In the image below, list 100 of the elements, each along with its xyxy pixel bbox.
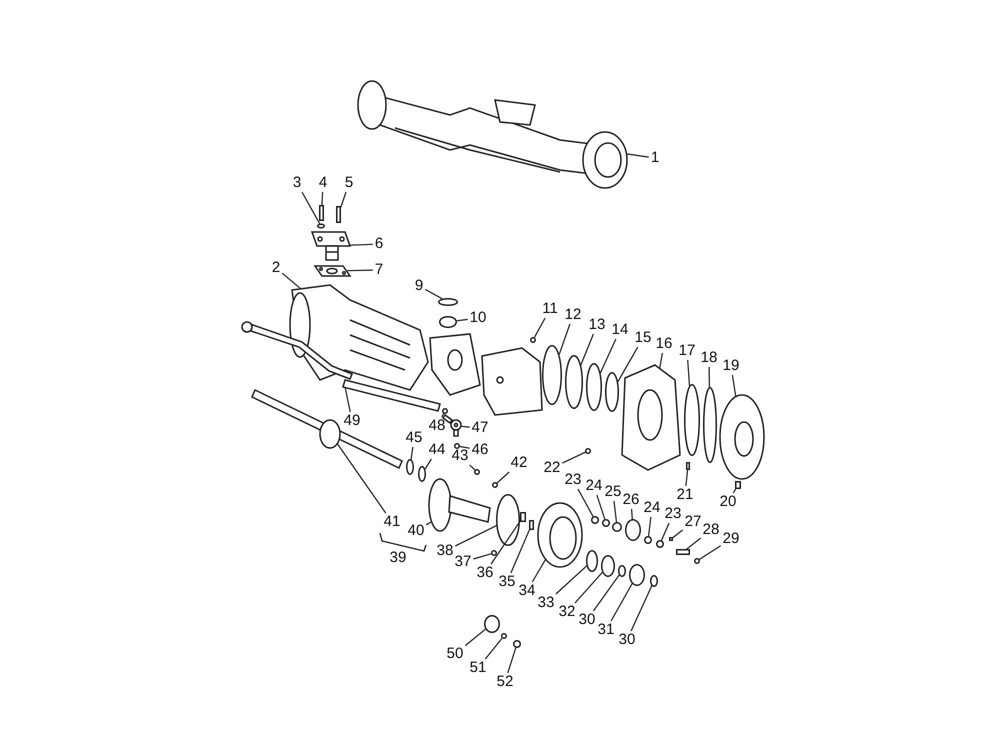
callout-number: 6 <box>374 236 384 252</box>
leader-line <box>426 521 432 526</box>
leader-line <box>456 318 468 322</box>
callout-number: 17 <box>678 343 696 359</box>
leader-line <box>344 388 351 412</box>
gear-drawing <box>629 564 645 586</box>
leader-line <box>600 338 616 374</box>
leader-line <box>686 538 702 550</box>
callout-number: 38 <box>436 543 454 559</box>
seal-ring-drawing <box>565 355 583 409</box>
leader-line <box>460 446 470 449</box>
callout-number: 5 <box>344 175 354 191</box>
leader-line <box>507 648 516 674</box>
leader-line <box>337 444 386 514</box>
bolt-drawing <box>513 640 521 648</box>
callout-number: 3 <box>292 175 302 191</box>
ring-drawing <box>406 459 414 475</box>
callout-number: 18 <box>700 350 718 366</box>
leader-line <box>580 334 594 366</box>
block-drawing <box>529 520 534 530</box>
leader-line <box>610 583 633 622</box>
block-drawing <box>520 512 526 522</box>
leader-line <box>659 352 663 368</box>
leader-line <box>455 525 497 546</box>
callout-number: 10 <box>468 310 488 326</box>
callout-number: 33 <box>536 595 556 611</box>
leader-line <box>350 244 373 246</box>
leader-line <box>685 470 688 486</box>
leader-line <box>496 472 510 484</box>
leader-line <box>510 530 530 574</box>
leader-line <box>321 192 324 206</box>
washer-drawing <box>618 565 626 577</box>
leader-line <box>592 574 620 612</box>
shaft-drawing <box>676 549 690 555</box>
callout-number: 48 <box>428 418 446 434</box>
callout-number: 29 <box>722 531 740 547</box>
callout-number: 36 <box>476 565 494 581</box>
leader-line <box>708 367 710 388</box>
leader-line <box>627 153 649 158</box>
leader-line <box>613 500 618 522</box>
callout-number: 24 <box>584 478 604 494</box>
lock-ring-drawing <box>586 550 598 572</box>
leader-line <box>441 413 444 418</box>
callout-number: 28 <box>702 522 720 538</box>
seal-ring-drawing <box>586 363 602 411</box>
callout-number: 1 <box>650 150 660 166</box>
callout-number: 49 <box>342 413 362 429</box>
seal-drawing <box>438 298 458 306</box>
gear-disc-drawing <box>496 494 520 546</box>
bearing-drawing <box>605 372 619 412</box>
callout-number: 20 <box>718 494 738 510</box>
washer-drawing <box>591 516 599 524</box>
callout-number: 44 <box>428 442 446 458</box>
pin-drawing <box>491 550 497 556</box>
bolt-drawing <box>492 482 498 488</box>
leader-line <box>410 446 414 460</box>
callout-number: 50 <box>446 646 464 662</box>
leader-line <box>301 192 320 224</box>
bearing-drawing <box>439 316 457 328</box>
callout-number: 35 <box>498 574 516 590</box>
callout-number: 45 <box>404 430 424 446</box>
washer-drawing <box>650 575 658 587</box>
callout-number: 25 <box>604 484 622 500</box>
shim-drawing <box>314 265 352 277</box>
callout-number: 47 <box>470 420 490 436</box>
washer-drawing <box>317 224 325 228</box>
leader-line <box>698 545 722 560</box>
callout-number: 27 <box>684 514 702 530</box>
callout-number: 41 <box>382 514 402 530</box>
callout-number: 51 <box>468 660 488 676</box>
callout-number: 43 <box>450 448 470 464</box>
callout-number: 30 <box>578 612 596 628</box>
pin-drawing <box>669 537 673 541</box>
seal-ring-drawing <box>684 384 700 456</box>
callout-number: 19 <box>722 358 740 374</box>
bolt-drawing <box>735 481 741 489</box>
wheel-hub-drawing <box>719 394 765 480</box>
seal-ring-drawing <box>542 345 562 405</box>
flange-shaft-drawing <box>428 478 491 532</box>
leader-line <box>484 638 502 660</box>
callout-number: 13 <box>588 317 606 333</box>
seal-drawing <box>484 615 500 633</box>
axle-assembly-drawing <box>357 80 628 189</box>
screw-drawing <box>686 462 690 470</box>
leader-line <box>617 346 638 382</box>
callout-number: 16 <box>654 336 674 352</box>
callout-number: 4 <box>318 175 328 191</box>
callout-number: 21 <box>676 487 694 503</box>
callout-number: 7 <box>374 262 384 278</box>
callout-number: 42 <box>510 455 528 471</box>
leader-line <box>532 559 546 582</box>
leader-line <box>630 585 652 632</box>
leader-line <box>469 464 476 471</box>
callout-number: 15 <box>634 330 652 346</box>
planet-gear-drawing <box>625 519 641 541</box>
callout-number: 31 <box>596 622 616 638</box>
callout-number: 9 <box>414 278 424 294</box>
leader-line <box>424 288 442 300</box>
leader-line <box>346 270 373 272</box>
callout-number: 39 <box>388 550 408 566</box>
